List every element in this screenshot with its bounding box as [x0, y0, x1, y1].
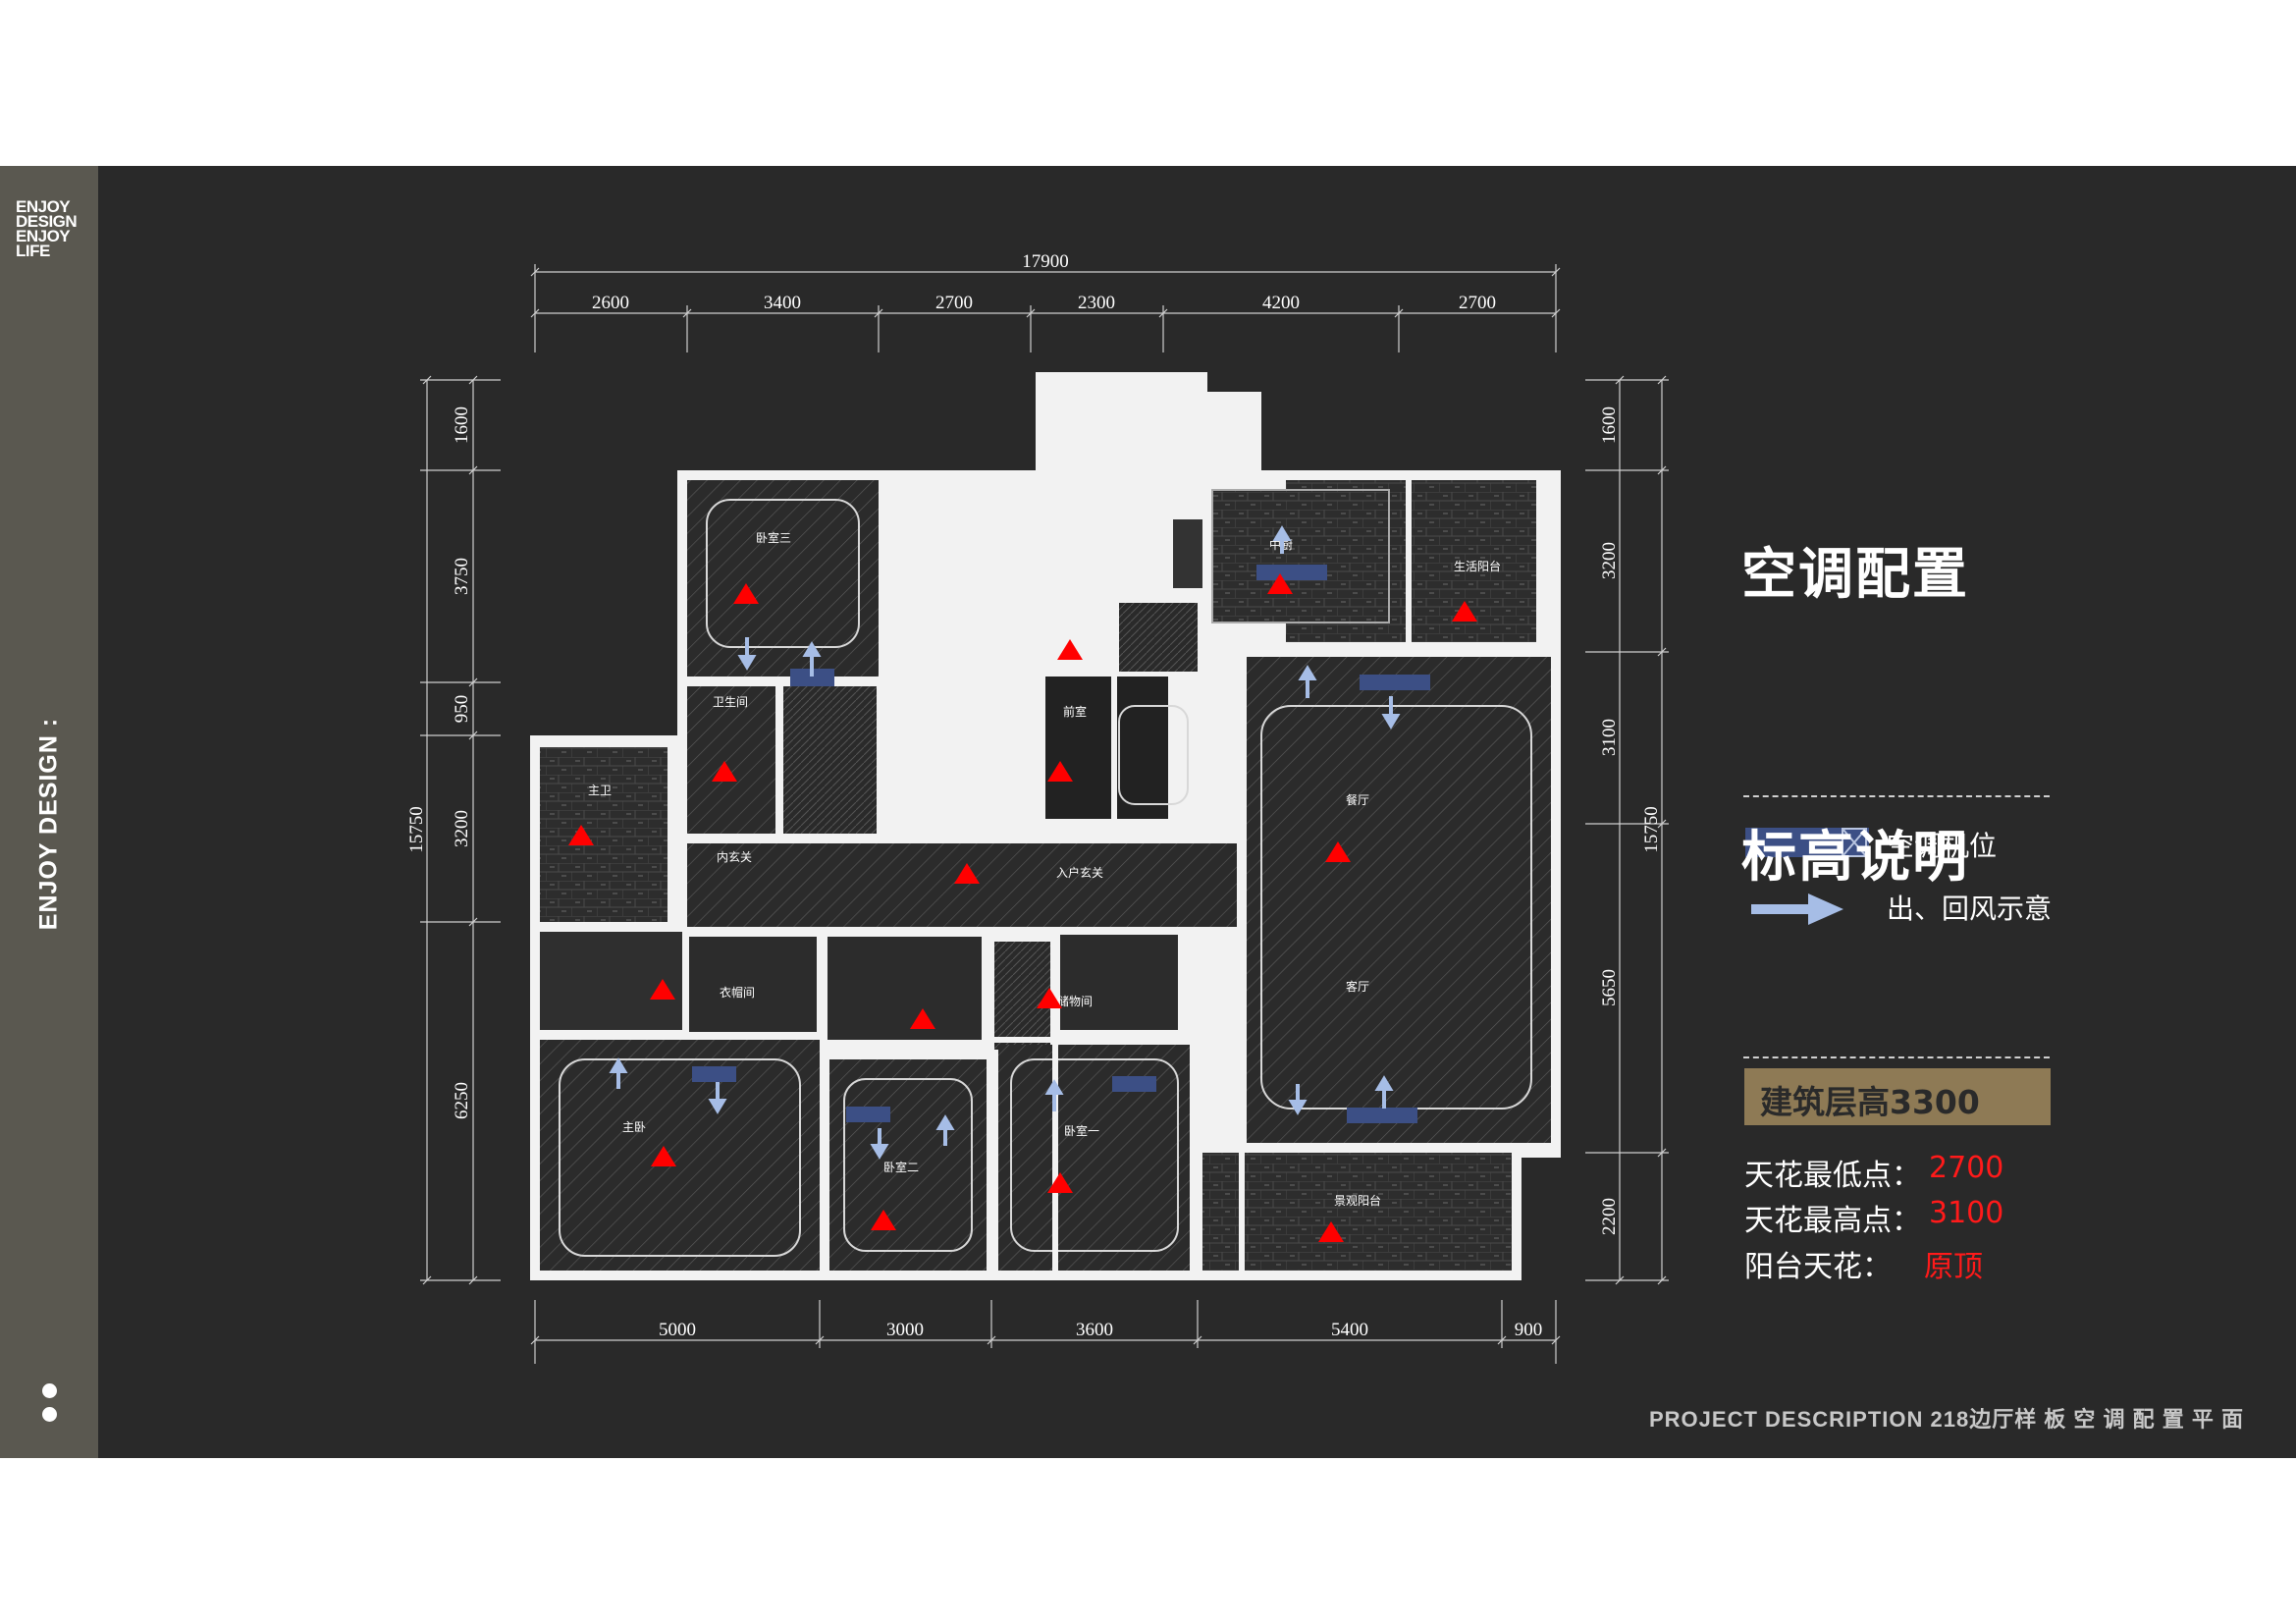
dim-right-2: 3200: [1599, 542, 1620, 579]
legend-ac-unit-swatch: [1745, 828, 1869, 857]
dim-bottom-3: 3600: [1076, 1320, 1113, 1340]
elevation-row-value-1: 2700: [1929, 1151, 2004, 1185]
legend-ac-unit-label: 空调机位: [1887, 830, 1998, 862]
elevation-row-value-3: 原顶: [1924, 1250, 1983, 1284]
room-bedroom1: 卧室一: [1064, 1123, 1099, 1138]
room-service-balcony: 生活阳台: [1454, 559, 1501, 573]
brand-line-4: LIFE: [16, 242, 50, 260]
ceiling-height-markers: [568, 573, 1477, 1242]
dim-top-2: 3400: [764, 293, 801, 313]
dim-right-4: 5650: [1599, 969, 1620, 1006]
footer-project-description: PROJECT DESCRIPTION 218边厅样 板 空 调 配 置 平 面: [1649, 1407, 2244, 1432]
dim-top-total: 17900: [1022, 251, 1069, 272]
sidebar: ENJOY DESIGN ENJOY LIFE ENJOY DESIGN :: [0, 166, 98, 1458]
divider: [1743, 1056, 2050, 1058]
ac-config-title: 空调配置: [1741, 543, 1969, 607]
dim-bottom-1: 5000: [659, 1320, 696, 1340]
dim-left-total: 15750: [406, 806, 427, 853]
dim-top-6: 2700: [1459, 293, 1496, 313]
room-view-balcony: 景观阳台: [1334, 1193, 1381, 1208]
dim-left-4: 3200: [452, 810, 472, 847]
dim-bottom-2: 3000: [886, 1320, 924, 1340]
dimension-lines: [420, 264, 1669, 1364]
dim-right-total: 15750: [1641, 806, 1662, 853]
dim-left-5: 6250: [452, 1082, 472, 1119]
room-bedroom2: 卧室二: [883, 1160, 919, 1174]
room-storage: 储物间: [1057, 994, 1093, 1008]
room-inner-entry: 内玄关: [717, 849, 752, 864]
dim-bottom-5: 900: [1515, 1320, 1543, 1340]
elevation-row-label-1: 天花最低点：: [1744, 1159, 1921, 1193]
building-height-box: 建筑层高3300: [1744, 1068, 2051, 1125]
room-entry: 入户玄关: [1056, 865, 1103, 880]
elevation-title: 标高说明: [1741, 826, 1969, 890]
brand-line-2: DESIGN: [16, 212, 78, 231]
ac-units: [692, 565, 1430, 1123]
divider: [1743, 795, 2050, 797]
dim-right-1: 1600: [1599, 406, 1620, 444]
room-labels: 卧室三 卫生间 主卫 内玄关 入户玄关 前室 中厨 生活阳台 餐厅 客厅 衣帽间…: [588, 530, 1501, 1208]
elevation-row-label-3: 阳台天花：: [1744, 1250, 1892, 1284]
room-master-bedroom: 主卧: [622, 1120, 646, 1134]
dim-right-3: 3100: [1599, 719, 1620, 756]
dim-top-1: 2600: [592, 293, 629, 313]
dim-bottom-total: 17900: [1022, 1363, 1069, 1364]
elevation-row-value-2: 3100: [1929, 1196, 2004, 1230]
dim-left-2: 3750: [452, 558, 472, 595]
legend-ac-unit-cross-icon: [1842, 828, 1867, 857]
dim-left-1: 1600: [452, 406, 472, 444]
room-dining: 餐厅: [1346, 792, 1369, 807]
dim-bottom-4: 5400: [1331, 1320, 1368, 1340]
dim-top-5: 4200: [1262, 293, 1300, 313]
elevation-row-label-2: 天花最高点：: [1744, 1204, 1921, 1238]
page-dot: [42, 1383, 57, 1398]
room-living: 客厅: [1346, 979, 1369, 994]
side-title: ENJOY DESIGN :: [34, 717, 63, 931]
brand-line-1: ENJOY: [16, 197, 71, 216]
room-bedroom3: 卧室三: [756, 530, 791, 545]
room-master-bath: 主卫: [588, 784, 612, 797]
room-bathroom: 卫生间: [713, 695, 748, 709]
dim-top-3: 2700: [935, 293, 973, 313]
drawing-sheet: ENJOY DESIGN ENJOY LIFE ENJOY DESIGN :: [0, 166, 2296, 1458]
dim-right-5: 2200: [1599, 1198, 1620, 1235]
building-height-label: 建筑层高3300: [1760, 1083, 1980, 1121]
airflow-arrows: [609, 525, 1401, 1160]
dim-left-3: 950: [452, 695, 472, 724]
room-cloakroom: 衣帽间: [720, 985, 755, 1000]
dim-top-4: 2300: [1078, 293, 1115, 313]
page-dot: [42, 1407, 57, 1422]
legend-airflow-arrow-icon: [1751, 893, 1843, 925]
legend-airflow-label: 出、回风示意: [1887, 893, 2053, 925]
floor-plan: 17900 2600 3400 2700 2300 4200 2700 5000…: [406, 251, 1669, 1364]
brand-line-3: ENJOY: [16, 227, 71, 245]
room-foyer: 前室: [1063, 704, 1087, 719]
